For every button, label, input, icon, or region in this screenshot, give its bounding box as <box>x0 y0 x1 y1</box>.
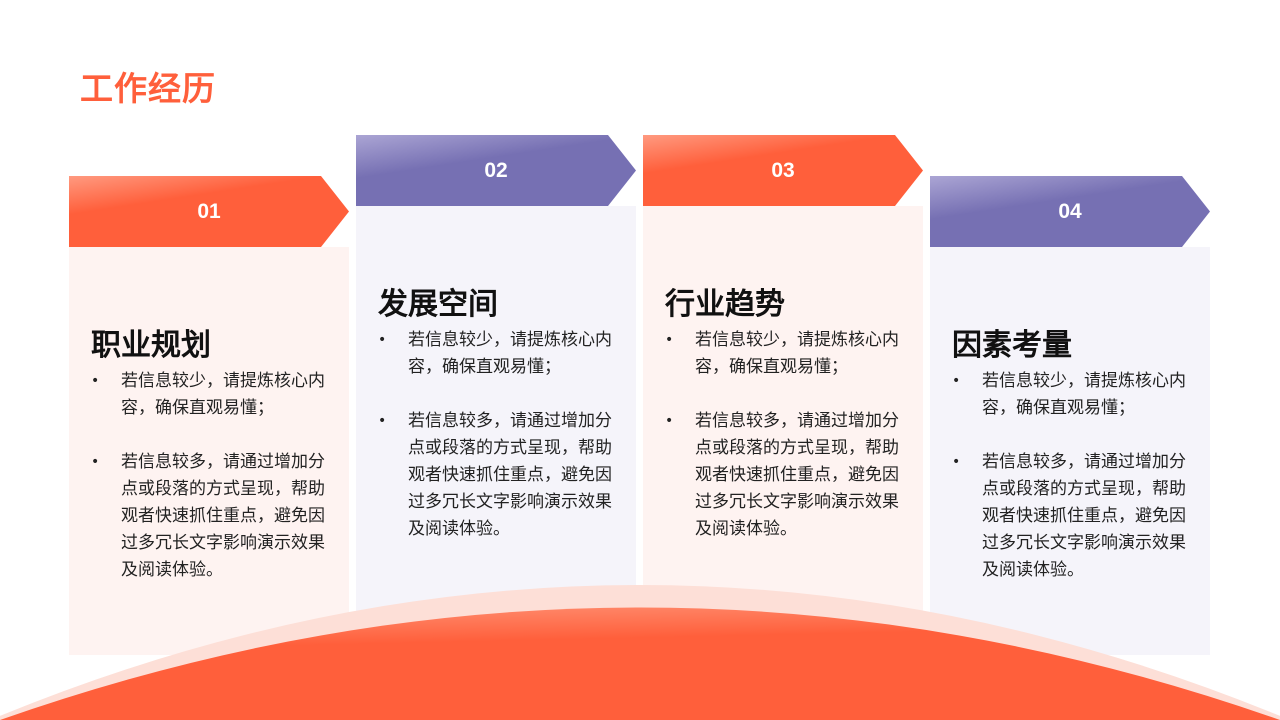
card-title: 行业趋势 <box>665 287 785 322</box>
bullet-item: 若信息较少，请提炼核心内容，确保直观易懂； <box>665 327 915 381</box>
step-banner: 01 <box>69 176 349 247</box>
bullet-item: 若信息较多，请通过增加分点或段落的方式呈现，帮助观者快速抓住重点，避免因过多冗长… <box>91 449 341 584</box>
bullet-item: 若信息较多，请通过增加分点或段落的方式呈现，帮助观者快速抓住重点，避免因过多冗长… <box>378 408 628 543</box>
bullet-item: 若信息较少，请提炼核心内容，确保直观易懂； <box>952 368 1202 422</box>
card-title: 发展空间 <box>378 287 498 322</box>
bullet-item: 若信息较多，请通过增加分点或段落的方式呈现，帮助观者快速抓住重点，避免因过多冗长… <box>952 449 1202 584</box>
bullet-item: 若信息较少，请提炼核心内容，确保直观易懂； <box>378 327 628 381</box>
bullet-list: 若信息较少，请提炼核心内容，确保直观易懂； 若信息较多，请通过增加分点或段落的方… <box>665 327 915 570</box>
step-banner: 02 <box>356 135 636 206</box>
bullet-item: 若信息较少，请提炼核心内容，确保直观易懂； <box>91 368 341 422</box>
card-title: 因素考量 <box>952 328 1072 363</box>
arrow-banner-shape <box>643 135 923 206</box>
step-number: 01 <box>197 200 221 223</box>
step-banner: 04 <box>930 176 1210 247</box>
bullet-list: 若信息较少，请提炼核心内容，确保直观易懂； 若信息较多，请通过增加分点或段落的方… <box>378 327 628 570</box>
arc-orange <box>0 607 1280 720</box>
step-banner: 03 <box>643 135 923 206</box>
arrow-banner-shape <box>356 135 636 206</box>
bullet-list: 若信息较少，请提炼核心内容，确保直观易懂； 若信息较多，请通过增加分点或段落的方… <box>952 368 1202 611</box>
bullet-item: 若信息较多，请通过增加分点或段落的方式呈现，帮助观者快速抓住重点，避免因过多冗长… <box>665 408 915 543</box>
step-number: 02 <box>484 159 508 182</box>
arrow-banner-shape <box>930 176 1210 247</box>
step-number: 04 <box>1058 200 1082 223</box>
page-title: 工作经历 <box>80 69 216 108</box>
card-title: 职业规划 <box>91 328 211 363</box>
bullet-list: 若信息较少，请提炼核心内容，确保直观易懂； 若信息较多，请通过增加分点或段落的方… <box>91 368 341 611</box>
arrow-banner-shape <box>69 176 349 247</box>
step-number: 03 <box>771 159 795 182</box>
